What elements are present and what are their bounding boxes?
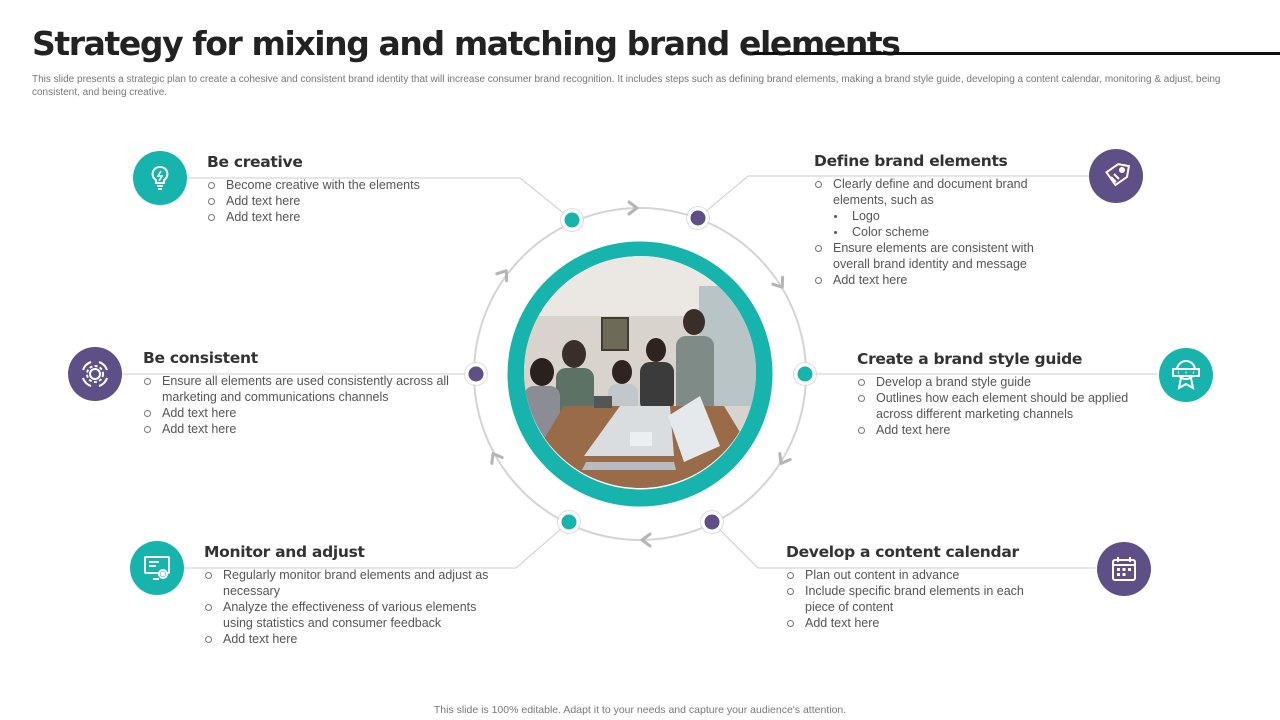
node-content-calendar <box>701 511 723 533</box>
list-item: Clearly define and document brand elemen… <box>814 176 1064 208</box>
step-monitor-adjust: Monitor and adjust Regularly monitor bra… <box>204 543 504 647</box>
cycle-nodes <box>465 207 816 533</box>
list-item: Add text here <box>204 631 504 647</box>
list-item: Add text here <box>207 193 507 209</box>
list-item: Include specific brand elements in each … <box>786 583 1056 615</box>
connector-lines <box>122 175 1158 569</box>
list-subitem: Logo <box>814 208 1064 224</box>
step-heading: Develop a content calendar <box>786 543 1019 561</box>
list-item: Ensure all elements are used consistentl… <box>143 373 463 405</box>
step-heading: Define brand elements <box>814 152 1008 170</box>
step-heading: Monitor and adjust <box>204 543 365 561</box>
connector-be-creative <box>186 177 573 221</box>
step-content-calendar: Develop a content calendar Plan out cont… <box>786 543 1056 631</box>
arrow-icon <box>627 200 639 216</box>
node-monitor-adjust <box>558 511 580 533</box>
footer-note: This slide is 100% editable. Adapt it to… <box>433 704 847 716</box>
arrow-icon <box>490 452 504 465</box>
calendar-icon <box>1097 542 1151 596</box>
lightbulb-icon <box>133 151 187 205</box>
node-brand-style-guide <box>794 363 816 385</box>
list-item: Add text here <box>143 421 463 437</box>
node-be-creative <box>561 209 583 231</box>
title-rule <box>752 52 1280 55</box>
cycle-gear-icon <box>68 347 122 401</box>
node-be-consistent <box>465 363 487 385</box>
arrow-icon <box>640 532 652 548</box>
list-item: Ensure elements are consistent with over… <box>814 240 1064 272</box>
step-heading: Be creative <box>207 153 303 171</box>
monitor-gear-icon <box>130 541 184 595</box>
list-item: Add text here <box>814 272 1064 288</box>
list-item: Outlines how each element should be appl… <box>857 390 1152 422</box>
award-badge-icon <box>1159 348 1213 402</box>
slide-description: This slide presents a strategic plan to … <box>32 74 1221 98</box>
list-item: Add text here <box>857 422 1152 438</box>
step-be-creative: Be creative Become creative with the ele… <box>207 153 507 225</box>
connector-content-calendar <box>711 521 1096 569</box>
price-tag-icon <box>1089 149 1143 203</box>
list-item: Analyze the effectiveness of various ele… <box>204 599 504 631</box>
connector-define-brand-elements <box>697 175 1090 219</box>
arrow-icon <box>778 452 792 465</box>
connector-monitor-adjust <box>184 521 570 569</box>
list-item: Add text here <box>207 209 507 225</box>
arrow-icon <box>495 269 509 283</box>
list-item: Develop a brand style guide <box>857 374 1152 390</box>
list-item: Add text here <box>786 615 1056 631</box>
page-title: Strategy for mixing and matching brand e… <box>32 24 901 63</box>
arrow-icon <box>771 275 785 289</box>
step-brand-style-guide: Create a brand style guide Develop a bra… <box>857 350 1152 438</box>
list-item: Regularly monitor brand elements and adj… <box>204 567 504 599</box>
photo-ring <box>507 241 773 507</box>
list-item: Become creative with the elements <box>207 177 507 193</box>
step-be-consistent: Be consistent Ensure all elements are us… <box>143 349 463 437</box>
list-item: Plan out content in advance <box>786 567 1056 583</box>
team-meeting-photo <box>524 256 756 488</box>
step-heading: Create a brand style guide <box>857 350 1083 368</box>
step-define-brand-elements: Define brand elements Clearly define and… <box>814 152 1064 288</box>
list-item: Add text here <box>143 405 463 421</box>
list-subitem: Color scheme <box>814 224 1064 240</box>
cycle-arrows <box>490 200 792 548</box>
step-heading: Be consistent <box>143 349 258 367</box>
node-define-brand-elements <box>687 207 709 229</box>
